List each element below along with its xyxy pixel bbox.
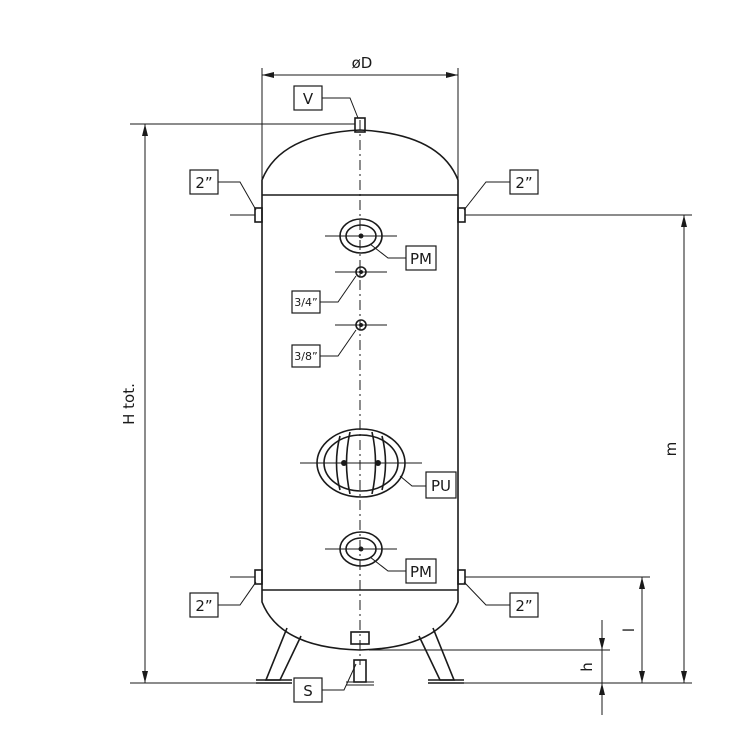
callout-bottom-right: 2” <box>463 581 539 618</box>
callout-port-34: 3/4” <box>291 275 357 314</box>
svg-text:3/4”: 3/4” <box>294 296 317 309</box>
svg-text:3/8”: 3/8” <box>294 350 317 363</box>
svg-text:PM: PM <box>410 250 432 268</box>
support-legs <box>256 627 464 684</box>
total-height-dimension: H tot. <box>120 123 355 684</box>
callout-top-left: 2” <box>189 169 257 211</box>
port-34 <box>335 266 387 278</box>
port-38 <box>335 319 387 331</box>
socket-bottom-right <box>457 569 466 585</box>
socket-bottom-left <box>254 569 263 585</box>
svg-text:PM: PM <box>410 563 432 581</box>
manhole-bottom <box>325 531 397 567</box>
l-dimension: l <box>490 576 650 683</box>
socket-top-left <box>254 207 263 223</box>
callout-drain: S <box>293 663 357 703</box>
callout-vent: V <box>293 85 359 119</box>
diameter-label: øD <box>352 54 373 72</box>
callout-manhole-bottom: PM <box>369 556 437 584</box>
svg-text:S: S <box>303 682 313 700</box>
inspection-port <box>300 428 422 498</box>
drain-nozzle <box>346 631 374 686</box>
vent-nozzle <box>354 117 366 133</box>
h-dimension: h <box>369 620 610 715</box>
leg-right <box>418 627 456 681</box>
svg-text:2”: 2” <box>195 174 212 192</box>
callout-top-right: 2” <box>463 169 539 211</box>
svg-text:PU: PU <box>431 477 451 495</box>
total-height-label: H tot. <box>120 383 138 425</box>
callout-manhole-top: PM <box>369 243 437 271</box>
socket-top-right <box>457 207 466 223</box>
l-label: l <box>620 628 638 632</box>
leg-left <box>264 627 302 681</box>
m-dimension: m <box>464 214 692 684</box>
svg-text:V: V <box>303 90 314 108</box>
callout-inspection: PU <box>399 471 457 499</box>
callout-bottom-left: 2” <box>189 581 257 618</box>
manhole-top <box>325 218 397 254</box>
m-label: m <box>662 442 680 457</box>
h-label: h <box>578 662 596 672</box>
callout-port-38: 3/8” <box>291 329 357 368</box>
svg-text:2”: 2” <box>515 597 532 615</box>
svg-text:2”: 2” <box>195 597 212 615</box>
side-sockets <box>230 207 490 585</box>
svg-text:2”: 2” <box>515 174 532 192</box>
